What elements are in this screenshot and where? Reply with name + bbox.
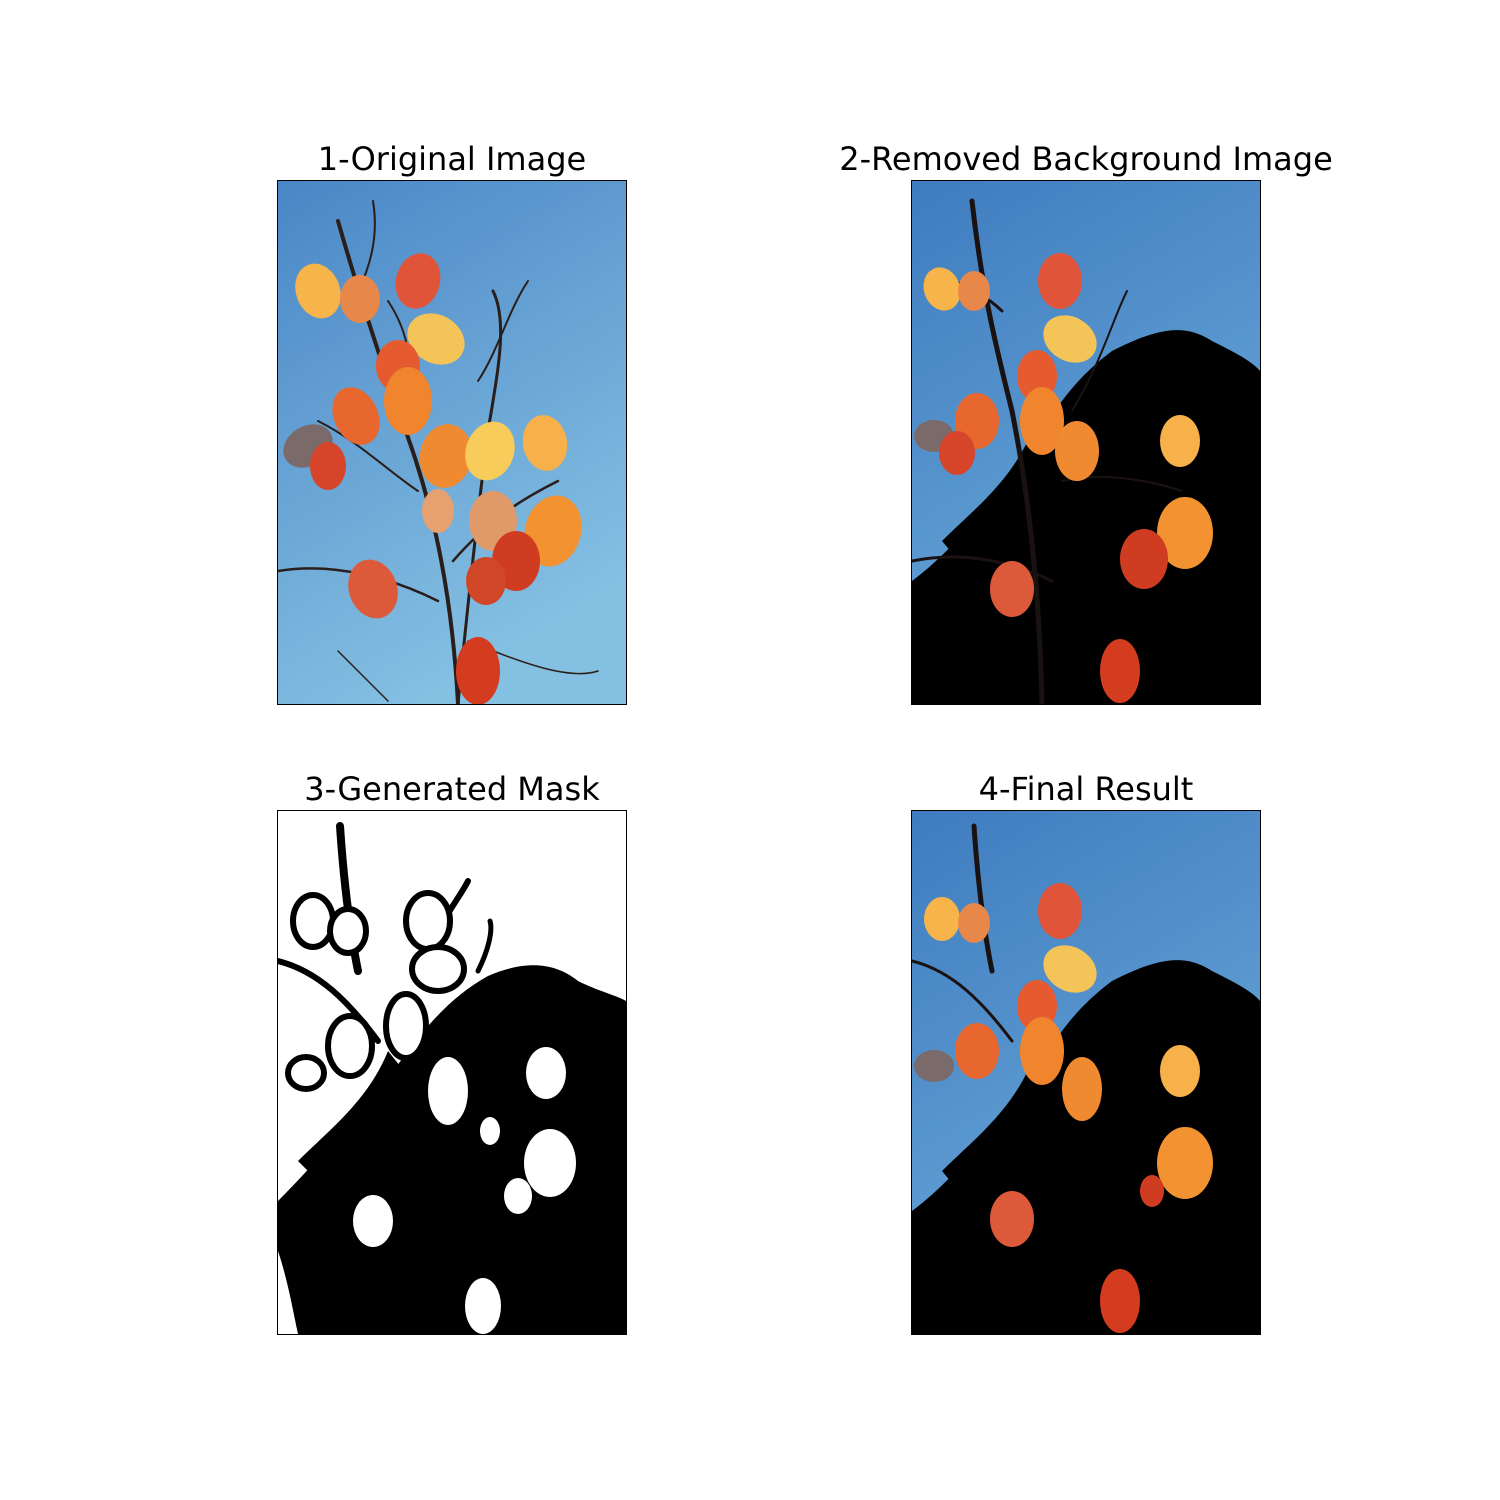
leaves [283, 253, 582, 704]
leaves [914, 883, 1213, 1333]
leaves [914, 253, 1213, 703]
mask-leaf-outlines [285, 890, 467, 1092]
mask-white-blobs [353, 1047, 576, 1334]
generated-mask [277, 810, 627, 1335]
removed-background-canvas [912, 181, 1260, 704]
removed-background-image [911, 180, 1261, 705]
generated-mask-canvas [278, 811, 626, 1334]
original-image [277, 180, 627, 705]
panel-title-removed-background: 2-Removed Background Image [839, 140, 1333, 178]
panel-title-original: 1-Original Image [317, 140, 587, 178]
panel-title-generated-mask: 3-Generated Mask [304, 770, 600, 808]
final-result [911, 810, 1261, 1335]
original-image-canvas [278, 181, 626, 704]
panel-title-final-result: 4-Final Result [978, 770, 1194, 808]
final-result-canvas [912, 811, 1260, 1334]
